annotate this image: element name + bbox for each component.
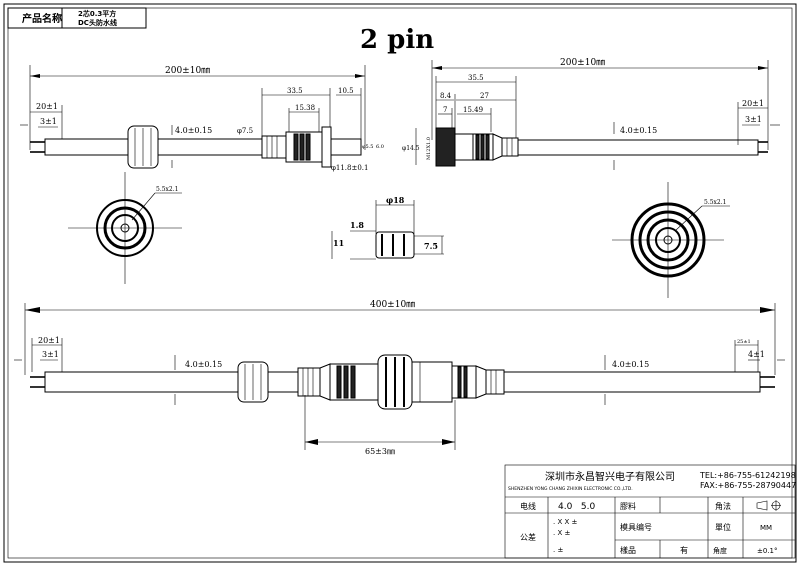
bottom-cable-right bbox=[503, 371, 761, 393]
plug-face-view: 5.5x2.1 bbox=[68, 172, 182, 284]
nut-height: 11 bbox=[333, 238, 344, 248]
tl-dia-6: 6.0 bbox=[376, 144, 384, 150]
nut-inner: 7.5 bbox=[424, 241, 438, 251]
tl-len-10-5: 10.5 bbox=[338, 87, 354, 95]
bottom-strip-inner-right: 4±1 bbox=[748, 350, 765, 359]
tl-strip-outer-dim: 20±1 bbox=[36, 102, 58, 111]
tr-strip-inner-dim: 3±1 bbox=[745, 115, 762, 124]
bottom-cable-dia-right: 4.0±0.15 bbox=[612, 360, 649, 369]
wire-values: 4.0 5.0 bbox=[558, 502, 595, 512]
sample-value: 有 bbox=[680, 545, 688, 555]
tl-plug-tip bbox=[330, 138, 362, 156]
material-label: 膠料 bbox=[620, 501, 636, 511]
tl-face-label: 5.5x2.1 bbox=[156, 186, 178, 193]
bottom-cable-dia-left: 4.0±0.15 bbox=[185, 360, 222, 369]
mold-no-label: 模具编号 bbox=[620, 522, 652, 532]
projection-label: 角法 bbox=[715, 501, 731, 511]
bottom-cable-left bbox=[44, 371, 241, 393]
angle-value: ±0.1° bbox=[757, 547, 778, 555]
bottom-mated-length: 65±3㎜ bbox=[365, 447, 395, 456]
inner-frame bbox=[7, 7, 793, 559]
product-name-box: 产品名称 2芯0.3平方 DC头防水线 bbox=[7, 7, 147, 29]
company-tel: TEL:+86-755-61242198 bbox=[699, 471, 796, 480]
plug-cable-view: 200±10㎜ 20±1 3±1 4.0±0.15 φ7.5 33.5 10.5… bbox=[20, 65, 384, 172]
product-name-line2: DC头防水线 bbox=[78, 18, 117, 27]
nut-detail: φ18 1.8 11 7.5 bbox=[331, 195, 444, 260]
tr-cable-dia-dim: 4.0±0.15 bbox=[620, 126, 657, 135]
tl-strip-inner-dim: 3±1 bbox=[40, 117, 57, 126]
tolerance-label: 公差 bbox=[520, 532, 536, 542]
nut-dia: φ18 bbox=[386, 195, 405, 205]
tl-cable-dia-dim: 4.0±0.15 bbox=[175, 126, 212, 135]
product-name-label: 产品名称 bbox=[22, 12, 62, 25]
pin-count-heading: 2 pin bbox=[360, 25, 434, 55]
tl-dia-5-5: φ5.5 bbox=[362, 144, 373, 150]
socket-face-view: 5.5x2.1 bbox=[612, 182, 730, 298]
tolerance-xx: . X X ± bbox=[553, 518, 577, 526]
tr-face-label: 5.5x2.1 bbox=[704, 199, 726, 206]
tr-len-35-5: 35.5 bbox=[468, 74, 484, 82]
tr-thread: M12X1.0 bbox=[426, 137, 432, 160]
bottom-length-dim: 400±10㎜ bbox=[370, 300, 415, 310]
tr-len-7: 7 bbox=[443, 106, 447, 114]
unit-value: MM bbox=[760, 524, 772, 532]
company-fax: FAX:+86-755-28790447 bbox=[700, 481, 796, 490]
tr-len-27: 27 bbox=[480, 92, 489, 100]
bottom-strip-inner-left: 3±1 bbox=[42, 350, 59, 359]
tl-dia-7-5: φ7.5 bbox=[237, 127, 253, 135]
tolerance-0: . ± bbox=[553, 546, 563, 554]
angle-label: 角度 bbox=[713, 546, 727, 555]
tr-dia-14-5: φ14.5 bbox=[402, 145, 420, 152]
tr-cable bbox=[517, 139, 759, 156]
tl-length-dim: 200±10㎜ bbox=[165, 66, 210, 76]
wire-label: 电线 bbox=[520, 501, 536, 511]
tl-len-15-38: 15.38 bbox=[295, 104, 315, 112]
tr-strip-outer-dim: 20±1 bbox=[742, 99, 764, 108]
tl-len-33-5: 33.5 bbox=[287, 87, 303, 95]
bottom-strip-outer-right: 25±1 bbox=[737, 339, 751, 345]
company-name-en: SHENZHEN YONG CHANG ZHIXIN ELECTRONIC CO… bbox=[508, 486, 633, 492]
drawing-frame bbox=[3, 3, 797, 563]
tr-threaded-socket bbox=[435, 127, 456, 167]
tolerance-x: . X ± bbox=[553, 529, 570, 537]
projection-symbol-icon bbox=[756, 500, 781, 511]
sample-label: 樣品 bbox=[620, 545, 636, 555]
title-block: 深圳市永昌智兴电子有限公司 SHENZHEN YONG CHANG ZHIXIN… bbox=[504, 464, 796, 559]
nut-wall: 1.8 bbox=[350, 220, 364, 230]
unit-label: 單位 bbox=[715, 522, 731, 532]
company-name-cn: 深圳市永昌智兴电子有限公司 bbox=[545, 470, 675, 483]
bottom-strip-outer-left: 20±1 bbox=[38, 336, 60, 345]
tr-len-15-49: 15.49 bbox=[463, 106, 483, 114]
tr-len-8-4: 8.4 bbox=[440, 92, 452, 100]
socket-cable-view: 200±10㎜ 35.5 8.4 27 7 15.49 φ14.5 M12X1.… bbox=[402, 58, 780, 170]
product-name-line1: 2芯0.3平方 bbox=[78, 9, 116, 18]
mated-cable-view: 400±10㎜ 20±1 3±1 4.0±0.15 4.0±0.15 25±1 bbox=[14, 300, 785, 456]
tr-length-dim: 200±10㎜ bbox=[560, 58, 605, 68]
tl-dia-11-8: φ11.8±0.1 bbox=[331, 164, 369, 172]
